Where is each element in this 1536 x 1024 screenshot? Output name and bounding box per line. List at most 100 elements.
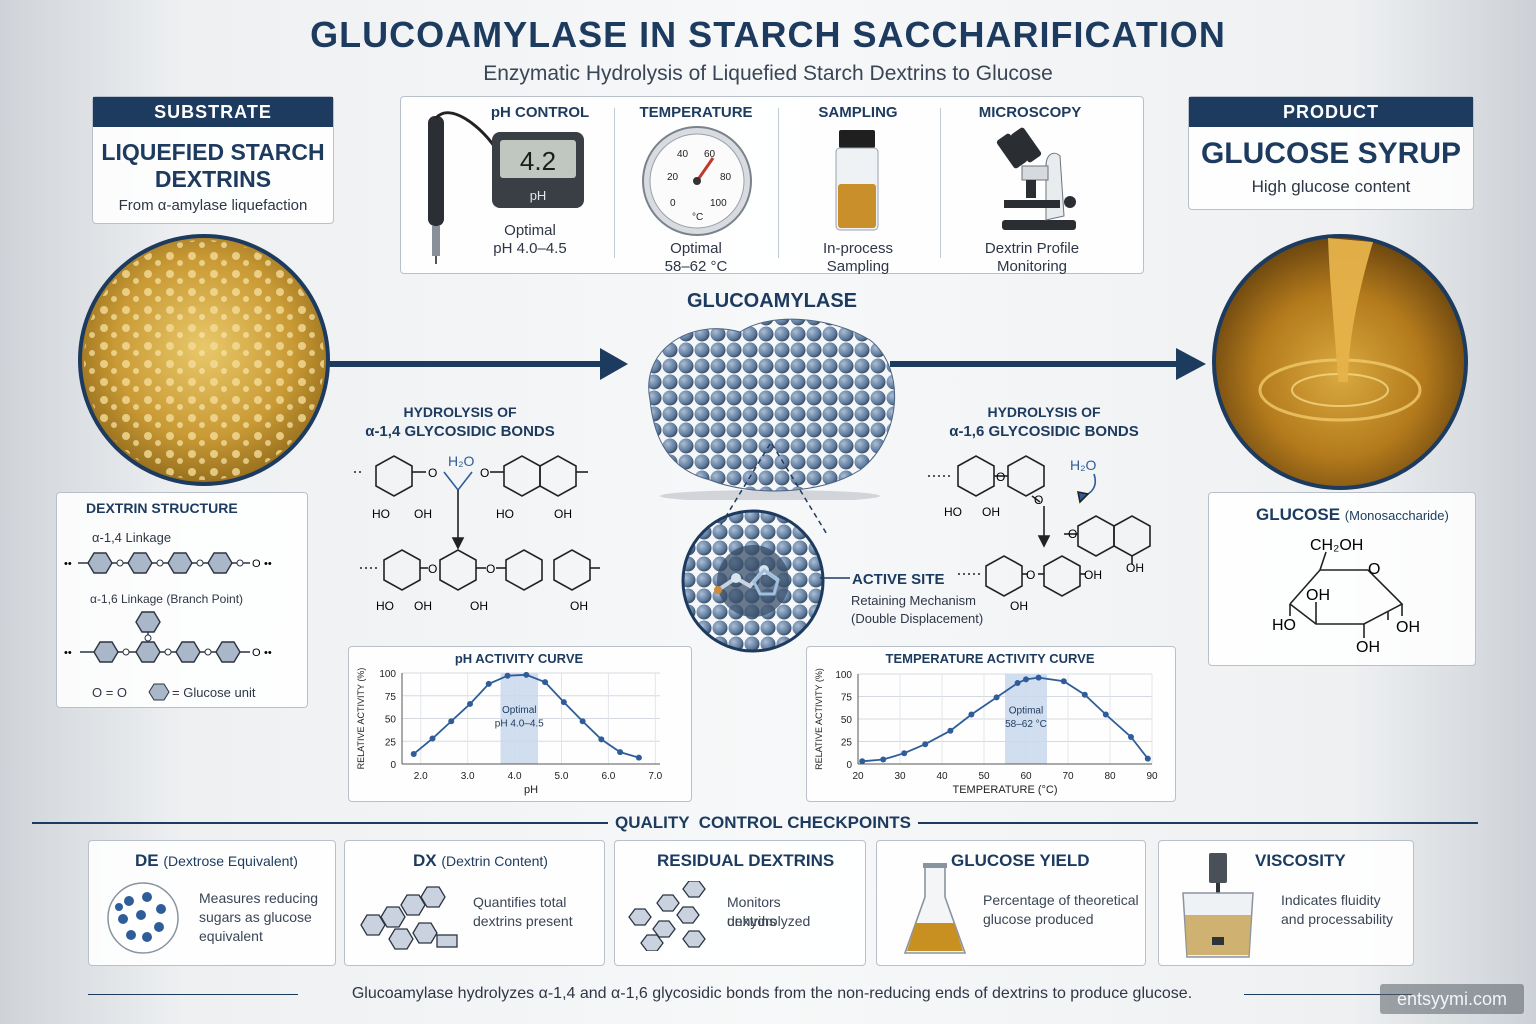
temperature-activity-chart — [806, 646, 1176, 802]
oh-label: OH — [470, 599, 488, 613]
active-site-pointer — [820, 577, 850, 579]
data-point — [1060, 678, 1067, 685]
data-point — [523, 671, 530, 678]
temperature-title: TEMPERATURE — [639, 104, 753, 121]
substrate-name-line2: DEXTRINS — [154, 166, 272, 192]
qc-title: DE (Dextrose Equivalent) — [135, 851, 298, 871]
footer-rule-right — [1244, 994, 1412, 995]
page-title: GLUCOAMYLASE IN STARCH SACCHARIFICATION — [310, 14, 1226, 55]
qc-title-text: DE — [135, 851, 159, 870]
data-point — [410, 750, 417, 757]
water-label: H₂O — [1070, 457, 1097, 473]
legend-glucose-unit: = Glucose unit — [172, 685, 256, 700]
oh-label: OH — [570, 599, 588, 613]
x-tick-label: 6.0 — [601, 771, 615, 782]
qc-desc-line1: Indicates fluidity — [1281, 892, 1381, 908]
ho-label: HO — [372, 507, 390, 521]
reducing-sugar-dots-icon — [107, 882, 179, 954]
enzyme-label: GLUCOAMYLASE — [687, 290, 857, 312]
dial-label: 20 — [667, 172, 679, 183]
product-header: PRODUCT — [1189, 97, 1473, 127]
ho-label: HO — [376, 599, 394, 613]
substrate-to-enzyme-arrow — [328, 348, 628, 380]
optimal-band-label: Optimal — [502, 705, 536, 716]
page-subtitle: Enzymatic Hydrolysis of Liquefied Starch… — [483, 62, 1053, 85]
dial-label: 60 — [704, 149, 716, 160]
data-point — [448, 718, 455, 725]
chain-dots: •• — [264, 558, 272, 570]
water-label: H₂O — [448, 453, 475, 469]
qc-desc-line2: sugars as glucose — [199, 909, 312, 925]
glucose-subtitle: (Monosaccharide) — [1344, 508, 1449, 523]
ph-note-line2: pH 4.0–4.5 — [493, 240, 567, 257]
o-atom: O — [1068, 527, 1077, 541]
data-point — [617, 749, 624, 756]
data-point — [1144, 755, 1151, 762]
o-atom: O — [1026, 568, 1035, 582]
footer-summary: Glucoamylase hydrolyzes α-1,4 and α-1,6 … — [351, 985, 1193, 1002]
temperature-note-line1: Optimal — [670, 240, 722, 257]
qc-title: VISCOSITY — [1255, 851, 1346, 870]
y-axis-label: RELATIVE ACTIVITY (%) — [356, 668, 366, 770]
y-tick-label: 100 — [379, 669, 396, 680]
y-tick-label: 25 — [841, 738, 853, 749]
chain-o: O — [252, 647, 261, 659]
qc-desc-line3: equivalent — [199, 928, 263, 944]
ho-label: HO — [1272, 617, 1296, 634]
x-tick-label: 80 — [1104, 771, 1116, 782]
substrate-name-line1: LIQUEFIED STARCH — [101, 139, 325, 165]
data-point — [922, 741, 929, 748]
qc-card-glucose-yield: GLUCOSE YIELD Percentage of theoretical … — [876, 840, 1146, 966]
microscopy-note-line2: Monitoring — [996, 258, 1068, 275]
footer-rule-left — [88, 994, 298, 995]
sample-vial-icon — [835, 130, 879, 231]
dial-label: 80 — [720, 172, 732, 183]
dial-unit: °C — [692, 212, 703, 223]
data-point — [598, 736, 605, 743]
data-point — [485, 680, 492, 687]
ph-reading: 4.2 — [520, 146, 556, 176]
ph-meter-icon: 4.2 pH — [428, 111, 584, 264]
microscope-icon — [996, 127, 1076, 230]
linkage-14-label: α-1,4 Linkage — [92, 530, 172, 545]
temperature-dial-icon: 20 40 60 80 100 0 °C — [642, 126, 752, 236]
glucose-haworth-structure: CH₂OH O OH HO OH OH — [1272, 537, 1420, 656]
tools-divider — [940, 108, 941, 258]
substrate-card: SUBSTRATE LIQUEFIED STARCH DEXTRINS From… — [92, 96, 334, 224]
data-point — [947, 727, 954, 734]
qc-desc-line2: glucose produced — [983, 911, 1094, 927]
o-atom: O — [996, 470, 1005, 484]
o-atom: O — [428, 562, 437, 576]
oh-label: OH — [1356, 639, 1380, 656]
microscopy-note-line1: Dextrin Profile — [984, 240, 1080, 257]
ph-unit: pH — [530, 188, 547, 203]
active-site-image — [681, 509, 825, 653]
mechanism-line2: (Double Displacement) — [851, 611, 984, 626]
qc-card-de: DE (Dextrose Equivalent) Measures reduci… — [88, 840, 336, 966]
x-tick-label: 3.0 — [461, 771, 475, 782]
oh-label: OH — [414, 507, 432, 521]
watermark: entsyymi.com — [1380, 984, 1524, 1014]
dial-label: 40 — [677, 149, 689, 160]
chain-dots: •• — [264, 647, 272, 659]
qc-desc-line1: Percentage of theoretical — [983, 892, 1139, 908]
oh-label: OH — [1306, 587, 1330, 604]
x-tick-label: 7.0 — [648, 771, 662, 782]
data-point — [859, 758, 866, 765]
sampling-note-line2: Sampling — [826, 258, 890, 275]
qc-section-title: QUALITY CONTROL CHECKPOINTS — [615, 813, 911, 832]
optimal-band — [500, 673, 539, 764]
data-point — [901, 750, 908, 757]
qc-desc-line1: Monitors unhydrolyzed — [727, 894, 811, 929]
linkage-16-label: α-1,6 Linkage (Branch Point) — [90, 592, 244, 606]
chain-dots: •• — [64, 558, 72, 570]
data-point — [467, 700, 474, 707]
o-atom: O — [486, 562, 495, 576]
qc-divider-right — [918, 822, 1478, 824]
product-card: PRODUCT GLUCOSE SYRUP High glucose conte… — [1188, 96, 1474, 210]
qc-desc-line2: dextrins — [727, 913, 777, 929]
dial-label: 100 — [710, 198, 727, 209]
y-tick-label: 50 — [841, 715, 853, 726]
data-point — [1128, 734, 1134, 740]
